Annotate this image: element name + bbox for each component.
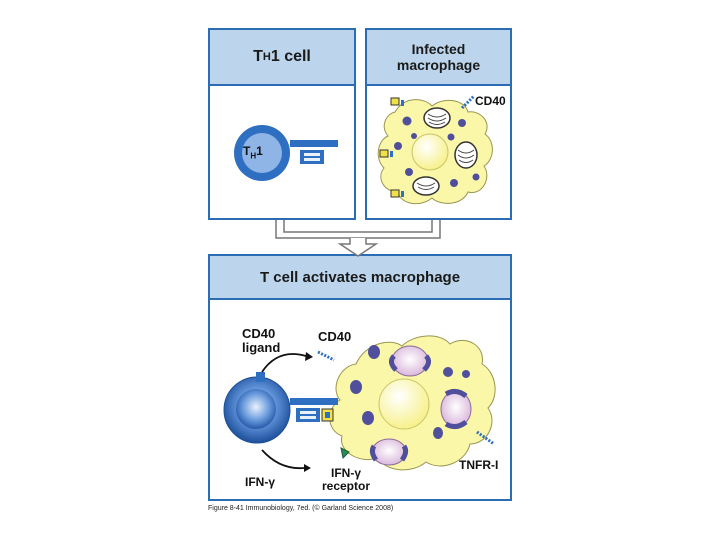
activation-title: T cell activates macrophage: [259, 268, 461, 286]
th1-cell: [234, 125, 338, 181]
cd40-ligand-label: CD40 ligand: [242, 326, 281, 355]
organelles: [394, 116, 480, 187]
infected-macrophage-title: Infected macrophage: [396, 41, 481, 73]
phagolysosome-1: [388, 345, 432, 377]
activated-macrophage: [317, 335, 496, 471]
th-cell-sub: H: [250, 151, 257, 161]
ifn-gamma-label: IFN-γ: [245, 475, 275, 489]
figure-caption: Figure 8-41 Immunobiology, 7ed. (© Garla…: [208, 505, 394, 512]
vesicle-1: [423, 107, 451, 129]
phagolysosome-2: [440, 388, 472, 430]
cd40-label-top: CD40: [475, 94, 506, 108]
th1-title-main: T: [253, 48, 263, 65]
th-cell-rest: 1: [256, 144, 263, 158]
th1-cell-activating: [223, 372, 338, 444]
th1-cell-label: TH1: [243, 145, 263, 162]
ifn-receptor-icon: [379, 97, 404, 198]
vesicle-2: [454, 141, 478, 169]
th-cell-main: T: [243, 144, 251, 158]
cd40-label-bottom: CD40: [318, 329, 352, 344]
arrowheads: [304, 352, 313, 472]
activation-header: T cell activates macrophage: [210, 256, 510, 300]
signal-arrows: [261, 353, 307, 470]
phagolysosome-3: [369, 438, 409, 466]
th1-title-sub: H: [262, 51, 271, 63]
infected-macrophage: [377, 94, 493, 205]
infected-macrophage-header: Infected macrophage: [367, 30, 510, 86]
cd40-receptor-icon: [460, 94, 476, 110]
ifn-receptor-label: IFN-γ receptor: [321, 466, 371, 493]
activated-organelles: [350, 345, 470, 439]
merge-arrow: [275, 220, 441, 257]
cd40-receptor-icon-2: [317, 350, 335, 362]
th1-title-rest: 1 cell: [270, 48, 311, 65]
vesicle-3: [412, 176, 440, 196]
ifn-gamma-receptor-icon: [340, 447, 350, 460]
tnfr-label: TNFR-I: [459, 458, 499, 472]
